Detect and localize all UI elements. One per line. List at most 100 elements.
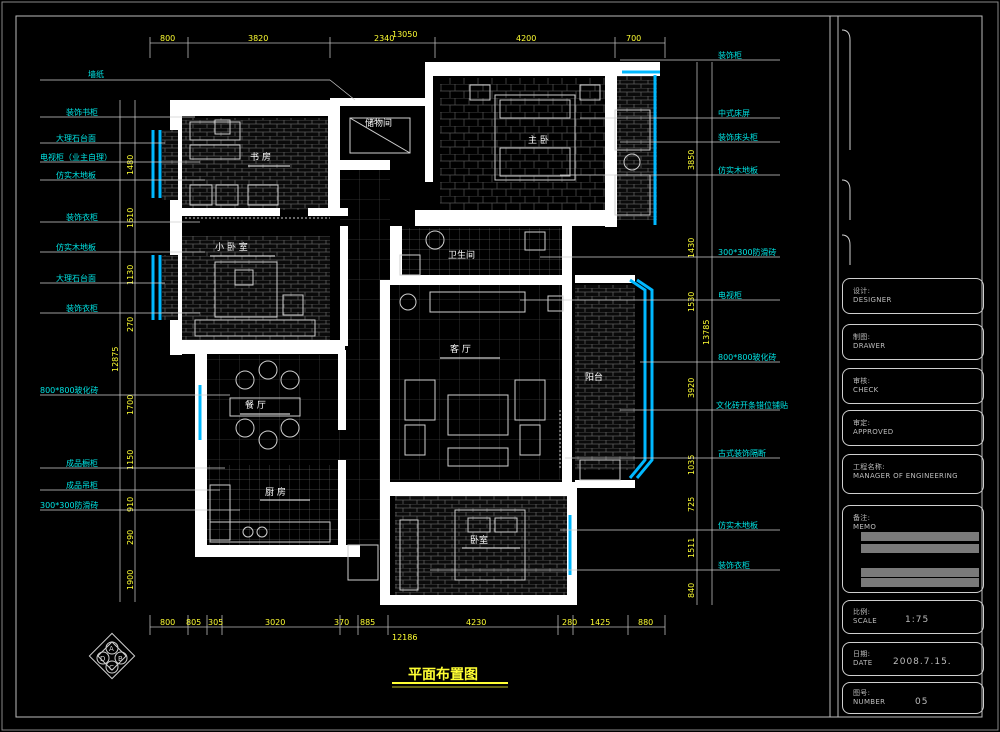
svg-text:电视柜: 电视柜	[718, 290, 742, 300]
windows	[151, 70, 660, 575]
right-leaders	[430, 59, 780, 571]
svg-text:805: 805	[186, 618, 201, 627]
left-leaders	[40, 79, 356, 511]
memo-redacted-3	[861, 568, 979, 577]
svg-text:C: C	[109, 664, 114, 672]
room-bedroom: 卧室	[470, 534, 488, 546]
svg-text:仿实木地板: 仿实木地板	[56, 170, 96, 180]
dim-overall-right: 13785	[702, 320, 711, 345]
svg-text:1130: 1130	[126, 265, 135, 285]
svg-text:成品吊柜: 成品吊柜	[66, 480, 98, 490]
svg-text:装饰衣柜: 装饰衣柜	[718, 560, 750, 570]
room-guest: 小 卧 室	[215, 241, 248, 253]
drawing-title: 平面布置图	[408, 666, 478, 683]
svg-text:1610: 1610	[126, 208, 135, 228]
memo-redacted-2	[861, 544, 979, 553]
svg-text:大理石台面: 大理石台面	[56, 133, 96, 143]
svg-text:墙纸: 墙纸	[88, 69, 104, 79]
tb-check: 审核: CHECK	[842, 368, 984, 404]
compass-symbol	[88, 632, 136, 680]
svg-text:1700: 1700	[126, 395, 135, 415]
tb-designer: 设计: DESIGNER	[842, 278, 984, 314]
scale-value: 1:75	[905, 615, 930, 625]
svg-text:A: A	[109, 645, 114, 653]
svg-text:1425: 1425	[590, 618, 610, 627]
room-kitchen: 厨 房	[265, 486, 286, 498]
dims-top	[149, 37, 666, 58]
svg-text:305: 305	[208, 618, 223, 627]
memo-redacted-1	[861, 532, 979, 541]
svg-text:885: 885	[360, 618, 375, 627]
svg-text:800: 800	[160, 34, 175, 43]
room-dining: 餐 厅	[245, 399, 266, 411]
tb-approved: 审定: APPROVED	[842, 410, 984, 446]
svg-text:3920: 3920	[687, 378, 696, 398]
room-balcony: 阳台	[585, 371, 603, 383]
dim-overall-left: 12875	[111, 347, 120, 372]
svg-text:成品橱柜: 成品橱柜	[66, 458, 98, 468]
room-labels: 储物间 书 房 小 卧 室 主 卧 卫生间 客 厅 阳台 餐 厅 厨 房 卧室	[215, 117, 603, 546]
left-material-labels: 墙纸 装饰书柜 大理石台面 电视柜（业主自理） 仿实木地板 装饰衣柜 仿实木地板…	[40, 69, 112, 510]
inner-frame	[15, 15, 983, 718]
dims-right-text: 3850 1430 1530 3920 1035 725 1511 840 13…	[687, 150, 711, 598]
svg-text:3850: 3850	[687, 150, 696, 170]
compass-letters: A B C D	[100, 645, 123, 672]
svg-text:1900: 1900	[126, 570, 135, 590]
svg-text:中式床屏: 中式床屏	[718, 108, 750, 118]
svg-text:1530: 1530	[687, 292, 696, 312]
dim-overall-top: 13050	[392, 30, 417, 39]
svg-text:3020: 3020	[265, 618, 285, 627]
dims-right	[696, 62, 713, 605]
svg-text:290: 290	[126, 530, 135, 545]
svg-text:装饰衣柜: 装饰衣柜	[66, 303, 98, 313]
svg-text:D: D	[100, 655, 105, 663]
memo-redacted-4	[861, 578, 979, 587]
svg-text:700: 700	[626, 34, 641, 43]
furniture	[185, 84, 651, 591]
tb-drawer: 制图: DRAWER	[842, 324, 984, 360]
svg-text:B: B	[118, 655, 123, 663]
tb-designer-en: DESIGNER	[853, 296, 892, 304]
svg-text:装饰柜: 装饰柜	[718, 50, 742, 60]
dims-bottom	[149, 615, 666, 635]
svg-text:370: 370	[334, 618, 349, 627]
svg-text:280: 280	[562, 618, 577, 627]
tb-designer-cn: 设计:	[853, 287, 871, 295]
room-storage: 储物间	[365, 117, 392, 129]
dims-top-text: 13050 800 3820 2340 4200 700	[160, 30, 641, 43]
svg-text:3820: 3820	[248, 34, 268, 43]
date-value: 2008.7.15.	[893, 657, 952, 667]
walls	[170, 62, 660, 605]
svg-text:910: 910	[126, 497, 135, 512]
svg-text:840: 840	[687, 583, 696, 598]
svg-text:仿实木地板: 仿实木地板	[718, 520, 758, 530]
svg-text:270: 270	[126, 317, 135, 332]
svg-text:装饰书柜: 装饰书柜	[66, 107, 98, 117]
tb-number: 图号: NUMBER 05	[842, 682, 984, 714]
svg-text:古式装饰隔断: 古式装饰隔断	[718, 448, 766, 458]
number-value: 05	[915, 697, 929, 707]
room-bath: 卫生间	[448, 249, 475, 261]
svg-text:装饰衣柜: 装饰衣柜	[66, 212, 98, 222]
svg-text:880: 880	[638, 618, 653, 627]
tb-project: 工程名称: MANAGER OF ENGINEERING	[842, 454, 984, 494]
svg-text:电视柜（业主自理）: 电视柜（业主自理）	[40, 152, 112, 162]
svg-text:1035: 1035	[687, 455, 696, 475]
tb-date: 日期: DATE 2008.7.15.	[842, 642, 984, 676]
svg-text:4200: 4200	[516, 34, 536, 43]
svg-text:仿实木地板: 仿实木地板	[56, 242, 96, 252]
svg-text:2340: 2340	[374, 34, 394, 43]
svg-text:大理石台面: 大理石台面	[56, 273, 96, 283]
svg-text:725: 725	[687, 497, 696, 512]
room-study: 书 房	[250, 151, 271, 163]
svg-text:文化砖开条错位铺贴: 文化砖开条错位铺贴	[716, 400, 788, 410]
svg-text:800*800玻化砖: 800*800玻化砖	[718, 352, 777, 362]
svg-text:1150: 1150	[126, 450, 135, 470]
svg-text:1430: 1430	[687, 238, 696, 258]
svg-text:仿实木地板: 仿实木地板	[718, 165, 758, 175]
svg-text:300*300防滑砖: 300*300防滑砖	[718, 247, 777, 257]
right-material-labels: 装饰柜 中式床屏 装饰床头柜 仿实木地板 300*300防滑砖 电视柜 800*…	[716, 50, 788, 570]
